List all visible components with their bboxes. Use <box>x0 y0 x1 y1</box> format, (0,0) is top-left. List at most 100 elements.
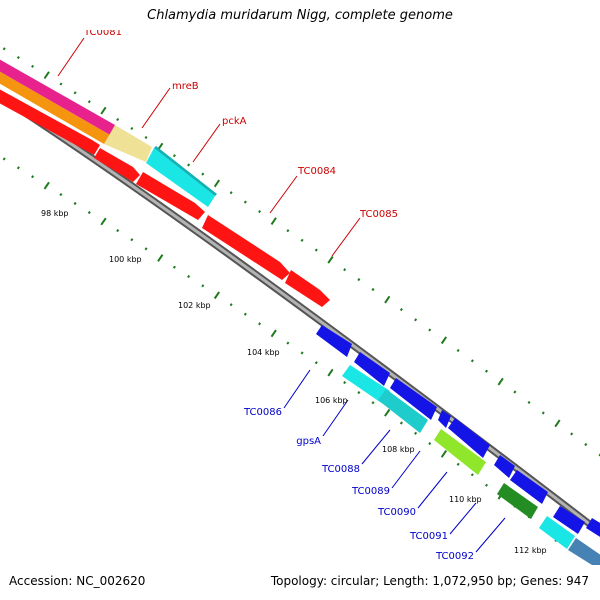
tick-mark <box>2 157 6 161</box>
tick-mark <box>357 278 361 282</box>
scale-label-100kbp: 100 kbp <box>109 255 142 264</box>
tick-mark <box>213 291 221 300</box>
gene-label-TC0086: TC0086 <box>243 407 282 418</box>
tick-mark <box>213 179 221 188</box>
tick-mark <box>130 126 134 131</box>
gene-arrow-reverse-2 <box>354 352 390 386</box>
tick-mark <box>484 483 489 487</box>
tick-mark <box>470 359 474 363</box>
tick-mark <box>414 318 418 322</box>
accession-text: Accession: NC_002620 <box>9 574 146 588</box>
gene-arrow-reverse-green <box>434 429 486 475</box>
gene-label-TC0084: TC0084 <box>297 166 336 177</box>
scale-label-108kbp: 108 kbp <box>382 445 415 454</box>
tick-mark <box>357 391 361 395</box>
gene-arrow-reverse-3 <box>390 378 437 420</box>
tick-mark <box>554 419 561 428</box>
leader-TC0085 <box>331 217 361 257</box>
gene-arrow-reverse-7 <box>510 470 548 504</box>
feature-band-khaki <box>104 125 152 162</box>
tick-mark <box>286 229 290 233</box>
tick-mark <box>243 200 247 204</box>
tick-mark <box>130 238 134 242</box>
gene-label-TC0088: TC0088 <box>321 464 360 475</box>
gene-label-gpsA: gpsA <box>296 436 321 447</box>
tick-mark <box>428 328 432 332</box>
gene-arrow-reverse-9 <box>586 518 600 537</box>
tick-mark <box>31 64 35 68</box>
tick-mark <box>270 217 277 225</box>
tick-mark <box>570 432 574 436</box>
scale-label-102kbp: 102 kbp <box>178 301 211 310</box>
tick-mark <box>258 322 262 326</box>
tick-mark <box>87 210 91 215</box>
gene-label-TC0090: TC0090 <box>377 507 416 518</box>
tick-mark <box>456 348 460 353</box>
gene-arrow-reverse-4 <box>438 410 451 428</box>
tick-mark <box>371 287 375 292</box>
tick-mark <box>300 238 304 242</box>
leader-TC0086 <box>283 369 311 409</box>
tick-mark <box>116 117 120 122</box>
tick-mark <box>187 274 191 279</box>
gene-arrow-forward-5 <box>285 270 330 307</box>
gene-arrow-forward-3 <box>136 172 205 220</box>
gene-arrow-reverse-cyan-gpsA <box>342 365 390 404</box>
gene-arrow-forward-2 <box>94 148 140 182</box>
tick-mark <box>343 268 347 272</box>
leader-pckA <box>192 123 221 163</box>
gene-label-pckA: pckA <box>222 116 247 127</box>
feature-band-cyan-pckA <box>146 146 217 207</box>
scale-label-110kbp: 110 kbp <box>449 495 482 504</box>
tick-mark <box>243 312 247 316</box>
tick-mark <box>440 450 448 458</box>
gene-label-TC0091: TC0091 <box>409 531 448 542</box>
tick-mark <box>73 201 77 206</box>
gene-arrow-reverse-steelblue <box>568 538 600 565</box>
tick-mark <box>87 100 91 104</box>
tick-mark <box>59 193 63 197</box>
tick-mark <box>31 175 35 179</box>
tick-mark <box>384 408 391 417</box>
tick-mark <box>2 47 6 51</box>
tick-mark <box>286 341 290 345</box>
tick-mark <box>497 377 504 386</box>
tick-mark <box>314 248 318 252</box>
leader-TC0089 <box>391 450 421 489</box>
tick-mark <box>470 473 474 477</box>
gene-arrow-reverse-6 <box>494 455 515 478</box>
gene-arrow-reverse-8 <box>553 506 585 534</box>
tick-mark <box>258 210 262 214</box>
tick-mark <box>73 91 77 95</box>
tick-mark <box>201 284 205 288</box>
leader-mreB <box>141 87 171 129</box>
tick-mark <box>144 247 148 251</box>
tick-mark <box>172 154 176 158</box>
feature-band-magenta <box>0 59 115 135</box>
tick-mark <box>144 135 148 140</box>
tick-mark <box>16 56 20 60</box>
tick-mark <box>300 351 304 355</box>
tick-mark <box>440 336 448 345</box>
map-title: Chlamydia muridarum Nigg, complete genom… <box>147 8 453 23</box>
tick-mark <box>343 381 347 385</box>
tick-mark <box>59 82 63 86</box>
gene-arrow-reverse-cyan-3 <box>539 516 575 549</box>
tick-mark <box>314 361 318 365</box>
tick-mark <box>172 265 176 269</box>
tick-mark <box>541 411 545 415</box>
tick-mark <box>384 295 391 304</box>
gene-label-TC0092: TC0092 <box>435 551 474 562</box>
gene-label-mreB: mreB <box>172 81 199 92</box>
tick-mark <box>116 229 120 233</box>
leader-gpsA <box>322 399 349 437</box>
scale-label-112kbp: 112 kbp <box>514 546 547 555</box>
feature-band-orange <box>0 71 110 144</box>
gene-label-TC0085: TC0085 <box>359 209 398 220</box>
tick-mark <box>229 191 233 195</box>
tick-mark <box>100 106 107 115</box>
tick-mark <box>527 400 531 404</box>
tick-mark <box>399 421 403 425</box>
tick-mark <box>584 442 588 447</box>
